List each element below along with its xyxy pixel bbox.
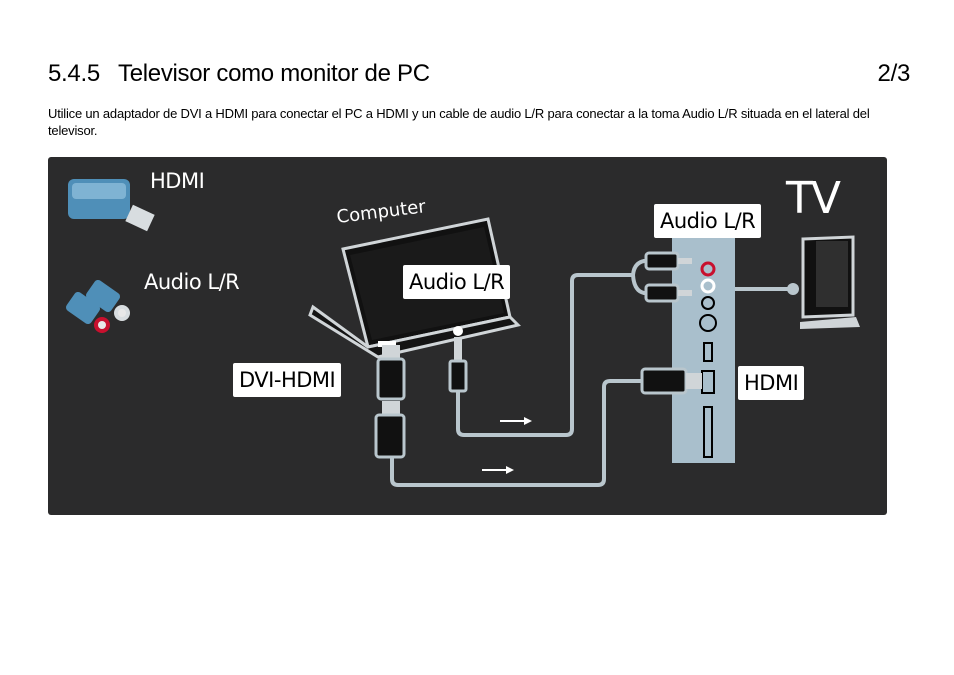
hdmi-plug-icon xyxy=(68,179,155,232)
tv-hdmi-label: HDMI xyxy=(738,366,805,400)
page-header: 5.4.5 Televisor como monitor de PC 2/3 xyxy=(48,60,910,94)
dvi-hdmi-plugs xyxy=(374,345,406,459)
tv-hdmi-plug xyxy=(640,367,702,395)
page-indicator: 2/3 xyxy=(877,60,911,87)
tv-label: TV xyxy=(786,173,841,224)
pc-audio-label: Audio L/R xyxy=(403,265,511,299)
tv-audio-label: Audio L/R xyxy=(654,204,762,238)
tv-rca-plugs xyxy=(631,251,692,303)
cables xyxy=(390,273,793,487)
direction-arrows xyxy=(482,417,532,474)
dvi-hdmi-label: DVI-HDMI xyxy=(233,363,342,397)
connection-diagram: HDMI Audio L/R Computer TV Audio L/R Aud… xyxy=(48,157,887,515)
section-number: 5.4.5 xyxy=(48,60,100,87)
tv-side-panel xyxy=(672,237,735,463)
instruction-text: Utilice un adaptador de DVI a HDMI para … xyxy=(48,106,870,138)
diagram-graphics xyxy=(65,179,860,487)
tv-icon xyxy=(800,235,860,329)
tv-connector-dot xyxy=(787,283,799,295)
laptop-icon xyxy=(308,217,521,359)
legend-audio-label: Audio L/R xyxy=(144,270,240,294)
legend-hdmi-label: HDMI xyxy=(150,169,205,193)
page-title: Televisor como monitor de PC xyxy=(118,60,430,87)
audio-rca-icon xyxy=(65,279,130,333)
pc-audio-plug xyxy=(448,337,468,393)
